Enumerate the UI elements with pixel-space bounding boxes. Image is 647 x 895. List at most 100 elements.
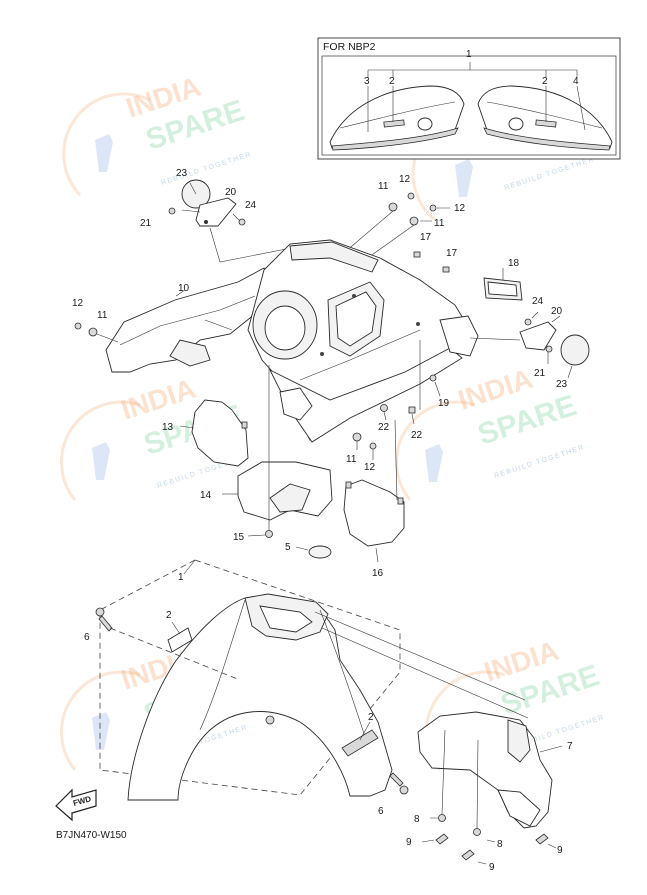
- inner-guard-7: 7: [417, 711, 573, 829]
- callout-24: 24: [245, 200, 257, 211]
- callout-12: 12: [399, 174, 411, 185]
- panel-stripe-right: [483, 127, 611, 151]
- callout-12: 12: [72, 298, 84, 309]
- bracket-left: [195, 197, 237, 227]
- screw-12: [407, 192, 415, 200]
- reflector-bracket-left: 23 20 24 21: [140, 168, 333, 263]
- fasteners-bottom: 8 8 9 9 9: [406, 729, 563, 873]
- screw-12: [74, 322, 82, 330]
- side-plate-16: 16: [343, 419, 405, 579]
- guard-mount: [507, 719, 531, 763]
- screw-21-left: [168, 207, 176, 215]
- panel-hole-right: [508, 117, 524, 131]
- housing-lower-trough: [268, 347, 463, 443]
- callout-2: 2: [166, 610, 172, 621]
- wrench-icon: [95, 134, 113, 172]
- callout-2: 2: [389, 76, 395, 87]
- housing-right-arm: [439, 315, 479, 357]
- callout-2: 2: [542, 76, 548, 87]
- washer-8: [438, 814, 446, 822]
- watermark-tagline: REBUILD TOGETHER: [503, 156, 595, 192]
- fasteners-center: 11 12: [346, 432, 377, 473]
- callout-9: 9: [489, 862, 495, 873]
- fasteners-top: 11 12 12 11 17 17: [344, 174, 466, 273]
- bolt-6-top: 6: [84, 607, 241, 681]
- fwd-arrow: FWD: [55, 788, 97, 822]
- callout-20: 20: [551, 306, 563, 317]
- callout-23: 23: [176, 168, 188, 179]
- housing-top-rim: [289, 241, 379, 273]
- clip-17: [413, 251, 421, 258]
- housing-left-tab: [279, 387, 313, 421]
- housing-inner-ring: [264, 305, 306, 351]
- screw-21-right: [545, 345, 553, 353]
- fender-shell: [127, 597, 393, 801]
- callout-5: 5: [285, 542, 291, 553]
- clip-17: [442, 266, 450, 273]
- bolt-9: [461, 849, 475, 861]
- reflector-group-right: 18 24 20 21 23 19 22 22: [378, 258, 590, 441]
- grommet-11: [388, 202, 398, 212]
- callout-11: 11: [434, 218, 445, 229]
- callout-23: 23: [556, 379, 568, 390]
- screw-19: [429, 374, 437, 382]
- washer-8: [473, 828, 481, 836]
- callout-16: 16: [372, 568, 384, 579]
- bolt-6-bottom: 6: [378, 772, 409, 817]
- callout-11: 11: [378, 181, 389, 192]
- wrench-icon: [455, 159, 473, 197]
- emblem-left: [383, 119, 405, 128]
- callout-8: 8: [497, 839, 503, 850]
- inset-title: FOR NBP2: [323, 41, 376, 53]
- callout-17: 17: [446, 248, 458, 259]
- diagram-code: B7JN470-W150: [56, 830, 127, 841]
- callout-4: 4: [573, 76, 579, 87]
- side-plate: [343, 479, 405, 547]
- panel-stripe-left: [331, 127, 459, 151]
- grommet-11: [409, 216, 419, 226]
- grommet-11: [352, 432, 362, 442]
- wrench-icon: [425, 444, 443, 482]
- grommet-11: [88, 327, 98, 337]
- nut-24-right: [524, 318, 532, 326]
- cover-14: 14: [200, 461, 333, 521]
- front-fender: 1 6 2 2 6: [84, 559, 529, 817]
- watermark-tagline: REBUILD TOGETHER: [160, 151, 252, 187]
- callout-8: 8: [414, 814, 420, 825]
- housing-cavity-inner: [335, 291, 377, 347]
- callout-10: 10: [178, 283, 190, 294]
- callout-1: 1: [466, 49, 472, 60]
- mount-tab-left: [169, 339, 211, 367]
- mud-flap: [191, 399, 249, 467]
- panel-hole-left: [417, 117, 433, 131]
- fender-decal: [167, 627, 193, 653]
- callout-11: 11: [346, 454, 357, 465]
- callout-15: 15: [233, 532, 245, 543]
- screw-12: [429, 204, 437, 212]
- nut-22: [380, 404, 388, 412]
- callout-6: 6: [378, 806, 384, 817]
- callout-13: 13: [162, 422, 174, 433]
- callout-11: 11: [97, 310, 108, 321]
- fasteners-left: 12 11: [72, 298, 119, 343]
- watermark-top: INDIA SPARE REBUILD TOGETHER: [62, 71, 253, 197]
- callout-17: 17: [420, 232, 432, 243]
- bolt-9: [435, 833, 449, 845]
- callout-3: 3: [364, 76, 370, 87]
- cap-5: 5: [285, 542, 332, 559]
- inner-fender-body: 10: [105, 239, 479, 443]
- screw-12: [369, 442, 377, 450]
- callout-12: 12: [364, 462, 376, 473]
- inner-panel-left-wing: [105, 267, 273, 373]
- callout-1: 1: [178, 572, 184, 583]
- nut-15: 15: [233, 365, 273, 543]
- callout-18: 18: [508, 258, 520, 269]
- wrench-icon: [92, 442, 110, 480]
- callout-9: 9: [557, 845, 563, 856]
- callout-22: 22: [411, 430, 423, 441]
- callout-14: 14: [200, 490, 212, 501]
- callout-24: 24: [532, 296, 544, 307]
- bracket-right: [519, 321, 557, 351]
- wrench-icon: [92, 712, 110, 750]
